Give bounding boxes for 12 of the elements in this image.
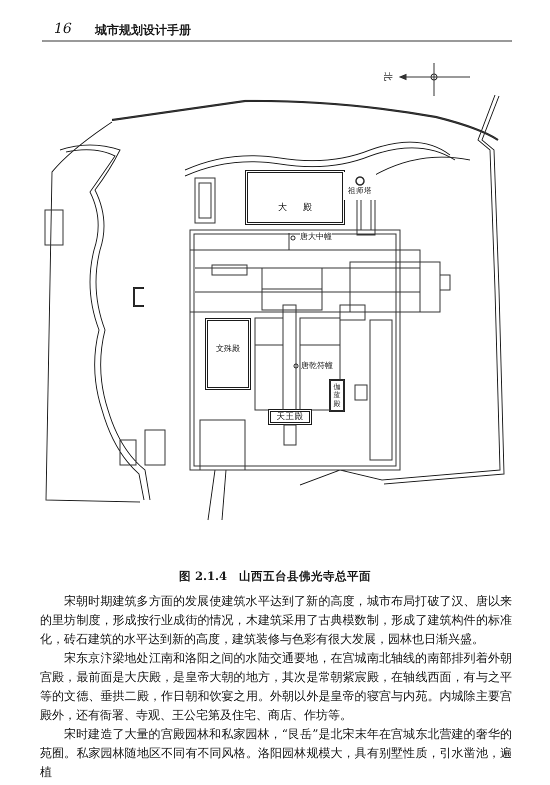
- plan-label: 唐乾符幢: [301, 360, 333, 371]
- main-hall-box: 大殿: [245, 170, 345, 225]
- plan-label: 唐大中幢: [300, 231, 332, 242]
- gate-hall-box: 天王殿: [268, 409, 312, 425]
- figure-caption: 图 2.1.4 山西五台县佛光寺总平面: [178, 569, 372, 584]
- page-number: 16: [54, 21, 72, 37]
- north-label: 北: [381, 72, 394, 81]
- body-paragraph: 宋朝时期建筑多方面的发展使建筑水平达到了新的高度，城市布局打破了汉、唐以来的里坊制度，形成按行业成街的情况，木建筑采用了古典模数制，形成了建筑构件的标准化，砖石建筑的水平达到新的高度，建筑装修与色彩有很大发展，园林也日渐兴盛。: [40, 593, 512, 648]
- body-paragraph: 宋东京汴梁地处江南和洛阳之间的水陆交通要地，在宫城南北轴线的南部排列着外朝宫殿，最前面是大庆殿，是皇帝大朝的地方，其次是常朝紫宸殿，在轴线西面，有与之平等的文德、垂拱二殿，作日朝和饮宴之用。外朝以外是皇帝的寝宫与内苑。内城除主要宫殿外，还有衙署、寺观、王公宅第及住宅、商店、作坊等。: [40, 650, 512, 724]
- running-header: 城市规划设计手册: [95, 22, 191, 39]
- body-paragraph: 宋时建造了大量的宫殿园林和私家园林，“艮岳”是北宋末年在宫城东北营建的奢华的苑囿。私家园林随地区不同有不同风格。洛阳园林规模大，具有别墅性质，引水凿池，遍植: [40, 726, 512, 781]
- courtyard-hall-box: 文殊殿: [205, 318, 251, 390]
